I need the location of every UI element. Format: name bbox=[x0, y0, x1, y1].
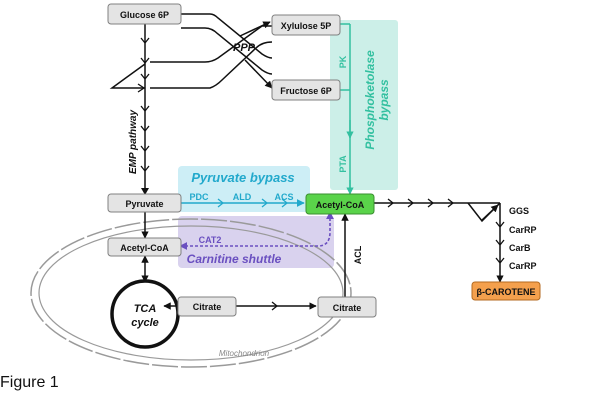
mitochondrion-label: Mitochondrion bbox=[219, 349, 270, 358]
node-citrate-cytosol: Citrate bbox=[317, 296, 377, 318]
acs-label: ACS bbox=[274, 192, 293, 202]
node-pyruvate: Pyruvate bbox=[107, 193, 182, 213]
citrate-transport-arrow bbox=[236, 301, 317, 311]
carrp-label-2: CarRP bbox=[509, 261, 537, 271]
node-citrate-mitochondrion: Citrate bbox=[177, 296, 237, 317]
svg-text:Citrate: Citrate bbox=[193, 302, 222, 312]
node-beta-carotene: β-CAROTENE bbox=[471, 281, 541, 301]
mevalonate-arrows bbox=[374, 198, 505, 283]
pyruvate-bypass-panel bbox=[178, 166, 310, 212]
carrp-label-1: CarRP bbox=[509, 225, 537, 235]
carb-label: CarB bbox=[509, 243, 531, 253]
ppp-arrows bbox=[150, 13, 273, 89]
emp-pathway-label: EMP pathway bbox=[128, 110, 139, 175]
emp-pathway-arrows bbox=[109, 22, 150, 195]
node-xylulose-5p: Xylulose 5P bbox=[271, 14, 341, 36]
tca-label-line1: TCA bbox=[134, 303, 157, 315]
pk-label: PK bbox=[338, 55, 348, 68]
ggs-label: GGS bbox=[509, 206, 529, 216]
svg-text:Xylulose 5P: Xylulose 5P bbox=[281, 21, 332, 31]
node-glucose-6p: Glucose 6P bbox=[107, 3, 182, 25]
tca-label-line2: cycle bbox=[131, 317, 159, 329]
acl-label: ACL bbox=[353, 245, 363, 264]
phosphoketolase-bypass-panel bbox=[330, 20, 398, 190]
pdc-label: PDC bbox=[189, 192, 209, 202]
node-fructose-6p: Fructose 6P bbox=[271, 79, 341, 101]
svg-text:Acetyl-CoA: Acetyl-CoA bbox=[316, 200, 365, 210]
node-acetyl-coa-mitochondrion: Acetyl-CoA bbox=[107, 237, 182, 257]
carnitine-shuttle-arrows bbox=[179, 211, 334, 250]
ald-label: ALD bbox=[233, 192, 252, 202]
svg-text:Fructose 6P: Fructose 6P bbox=[280, 86, 332, 96]
node-acetyl-coa-cytosol: Acetyl-CoA bbox=[305, 193, 375, 215]
phosphoketolase-label-line1: Phosphoketolase bbox=[363, 50, 377, 150]
phosphoketolase-label-line2: bypass bbox=[377, 79, 391, 121]
svg-text:Pyruvate: Pyruvate bbox=[125, 199, 163, 209]
svg-text:Citrate: Citrate bbox=[333, 303, 362, 313]
ppp-label: PPP bbox=[233, 42, 256, 54]
pyruvate-bypass-arrows bbox=[180, 198, 305, 208]
svg-text:β-CAROTENE: β-CAROTENE bbox=[477, 287, 536, 297]
pyruvate-bypass-label: Pyruvate bypass bbox=[191, 170, 294, 185]
svg-text:Glucose 6P: Glucose 6P bbox=[120, 10, 169, 20]
pta-label: PTA bbox=[338, 155, 348, 173]
figure-caption: Figure 1 bbox=[0, 374, 59, 391]
cat2-label: CAT2 bbox=[199, 235, 222, 245]
svg-text:Acetyl-CoA: Acetyl-CoA bbox=[120, 243, 169, 253]
carnitine-shuttle-label: Carnitine shuttle bbox=[187, 252, 282, 266]
